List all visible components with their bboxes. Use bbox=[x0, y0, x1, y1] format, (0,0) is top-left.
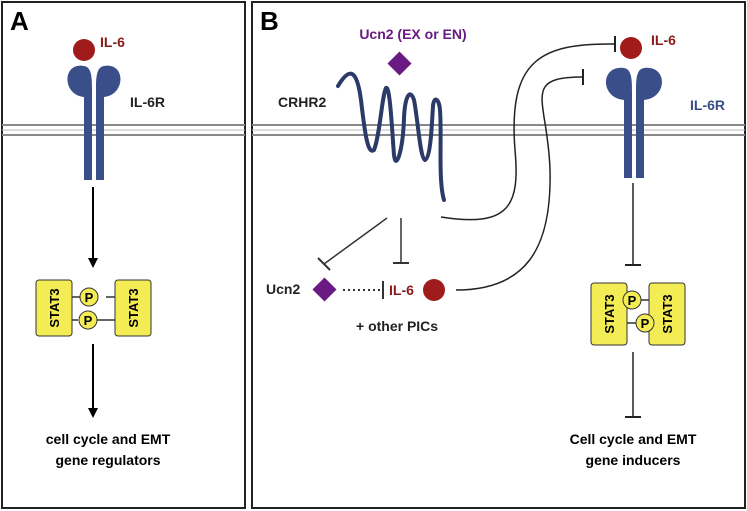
crhr2-label: CRHR2 bbox=[278, 94, 326, 110]
panel-a: A IL-6 IL-6R P P bbox=[1, 1, 246, 509]
stat3-dimer-b: P P STAT3 STAT3 bbox=[590, 282, 686, 346]
output-line2-b: gene inducers bbox=[586, 452, 681, 468]
panel-b-frame bbox=[251, 1, 746, 509]
phospho-bottom-label-b: P bbox=[641, 316, 650, 331]
ucn2-ligand-label: Ucn2 (EX or EN) bbox=[359, 26, 466, 42]
stat3-left-label-a: STAT3 bbox=[47, 288, 62, 327]
receptor-left-lobe-b bbox=[606, 67, 632, 118]
phospho-bottom-label-a: P bbox=[84, 313, 93, 328]
stat3-left-b bbox=[590, 282, 628, 346]
il6-small-label: IL-6 bbox=[389, 282, 414, 298]
curve-il6-to-il6r bbox=[455, 76, 584, 291]
phospho-top-a bbox=[79, 287, 99, 307]
ucn2-diamond-top bbox=[387, 51, 412, 76]
phospho-bottom-a bbox=[78, 310, 98, 330]
panel-a-letter: A bbox=[10, 6, 29, 36]
il6-small-ligand bbox=[423, 279, 445, 301]
panel-b-letter: B bbox=[260, 6, 279, 36]
stat3-right-a bbox=[114, 279, 152, 337]
stat3-right-b bbox=[648, 282, 686, 346]
il6r-receptor-b bbox=[606, 67, 662, 178]
stat3-dimer-a: P P STAT3 STAT3 bbox=[35, 279, 152, 337]
membrane-b bbox=[252, 124, 745, 136]
output-line1-a: cell cycle and EMT bbox=[46, 431, 171, 447]
receptor-left-lobe-a bbox=[67, 65, 92, 118]
crhr2-receptor bbox=[336, 71, 446, 202]
receptor-right-lobe-b bbox=[636, 67, 662, 118]
stat3-left-a bbox=[35, 279, 73, 337]
receptor-right-stalk-b bbox=[636, 118, 644, 178]
other-pics-label: + other PICs bbox=[356, 318, 438, 334]
il6-label-b: IL-6 bbox=[651, 32, 676, 48]
output-line1-b: Cell cycle and EMT bbox=[570, 431, 697, 447]
ucn2-diamond-small bbox=[312, 277, 337, 302]
inhibit-bar-ucn2 bbox=[317, 257, 331, 271]
receptor-right-stalk-a bbox=[96, 118, 104, 180]
receptor-left-stalk-b bbox=[624, 118, 632, 178]
il6-ligand-b bbox=[620, 37, 642, 59]
receptor-right-lobe-a bbox=[96, 65, 121, 118]
il6-ligand-a bbox=[73, 39, 95, 61]
stat3-right-label-a: STAT3 bbox=[126, 288, 141, 327]
il6r-label-b: IL-6R bbox=[690, 97, 725, 113]
output-line2-a: gene regulators bbox=[55, 452, 160, 468]
panel-a-frame bbox=[1, 1, 246, 509]
il6-label-a: IL-6 bbox=[100, 34, 125, 50]
panel-b: B Ucn2 (EX or EN) CRHR2 Ucn2 IL-6 + othe… bbox=[251, 1, 746, 509]
membrane-a bbox=[2, 124, 245, 136]
phospho-top-label-a: P bbox=[85, 290, 94, 305]
stat3-right-label-b: STAT3 bbox=[660, 294, 675, 333]
il6r-receptor-a bbox=[67, 65, 121, 180]
inhibit-line-ucn2 bbox=[323, 217, 388, 265]
receptor-left-stalk-a bbox=[84, 118, 92, 180]
curve-crhr2-to-il6 bbox=[440, 43, 616, 221]
phospho-top-label-b: P bbox=[628, 293, 637, 308]
il6r-label-a: IL-6R bbox=[130, 94, 165, 110]
stat3-left-label-b: STAT3 bbox=[602, 294, 617, 333]
ucn2-small-label: Ucn2 bbox=[266, 281, 300, 297]
